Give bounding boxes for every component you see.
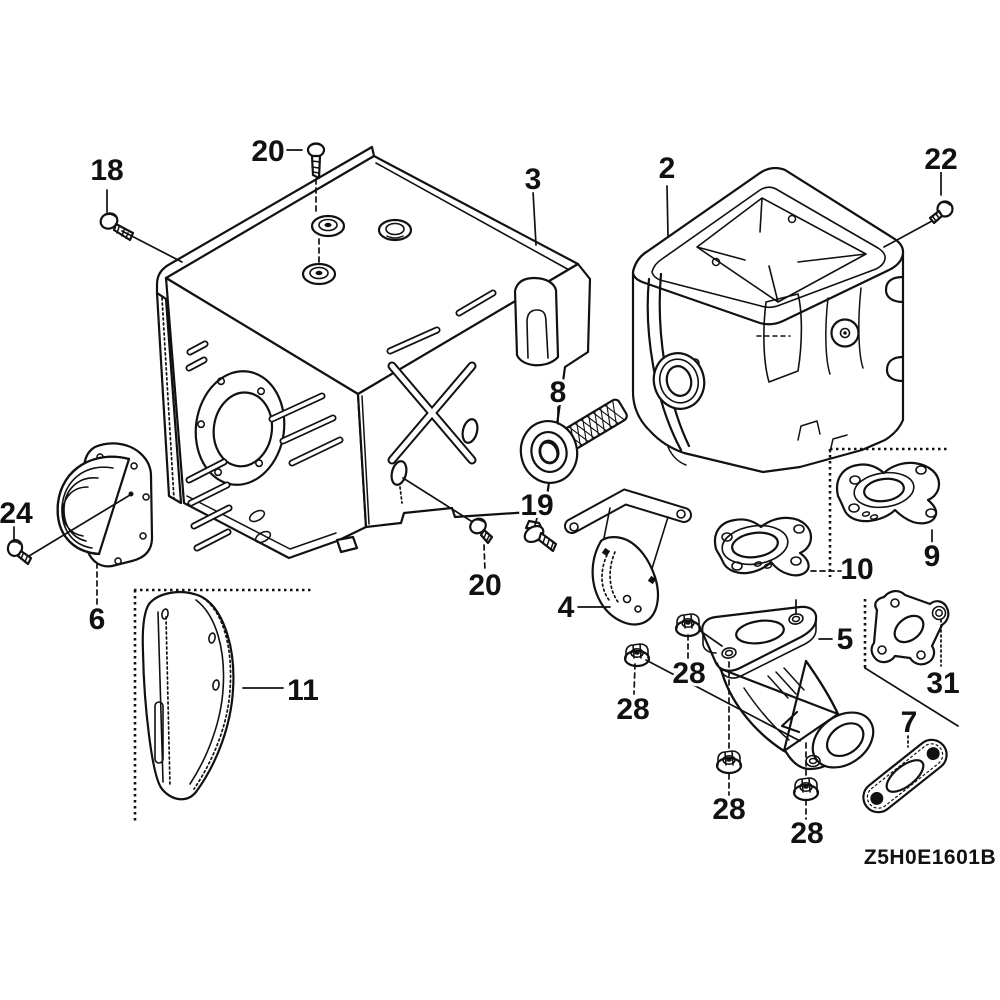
part-label-9: 9 <box>924 540 941 573</box>
part-label-28-a: 28 <box>672 657 705 690</box>
washer-bolt-8 <box>519 398 628 484</box>
gasket-part-10 <box>713 516 813 577</box>
protector-grommets <box>301 214 413 286</box>
gasket-part-31 <box>863 590 959 727</box>
part-labels: 18 20 3 2 22 8 19 24 6 20 11 4 5 10 9 31… <box>0 132 963 853</box>
gasket-10-outline <box>713 516 813 577</box>
diagram-code: Z5H0E1601B <box>864 846 996 869</box>
part-label-19: 19 <box>520 489 553 522</box>
flange-bolt-19 <box>523 519 558 553</box>
part-label-28-b: 28 <box>616 693 649 726</box>
part-label-5: 5 <box>837 623 854 656</box>
part-label-10: 10 <box>840 553 873 586</box>
part-label-18: 18 <box>90 154 123 187</box>
stay-scoop <box>591 536 660 626</box>
part-label-8: 8 <box>550 376 567 409</box>
screw-20-lower <box>469 517 494 545</box>
muffler-protector-part-3 <box>155 145 592 560</box>
part-label-3: 3 <box>525 163 542 196</box>
part-label-24: 24 <box>0 497 33 530</box>
protector-hook-tab <box>513 276 560 367</box>
flange-nut-28-d <box>792 776 820 802</box>
part-label-6: 6 <box>89 603 106 636</box>
cover-part-11 <box>133 588 312 823</box>
reference-bracket-11 <box>133 588 312 823</box>
muffler-boss <box>830 318 860 348</box>
cover-outline <box>141 591 235 801</box>
part-label-28-c: 28 <box>712 793 745 826</box>
gasket-part-7 <box>862 738 948 814</box>
gasket-part-9 <box>828 447 948 577</box>
part-label-11: 11 <box>287 674 319 707</box>
reference-bracket-9 <box>828 447 948 577</box>
part-label-2: 2 <box>659 152 676 185</box>
screw-24 <box>6 538 33 566</box>
part-label-20-lower: 20 <box>468 569 501 602</box>
screw-20-top <box>306 142 326 180</box>
muffler-part-2 <box>631 166 905 474</box>
screw-22 <box>928 200 954 225</box>
flange-nut-28-a <box>674 612 702 638</box>
deflector-part-6 <box>56 442 154 568</box>
protector-left-band <box>155 291 183 505</box>
part-label-31: 31 <box>926 667 959 700</box>
screw-18 <box>99 212 135 242</box>
flow-arrow-icon <box>780 710 801 734</box>
leader-lines <box>13 149 942 820</box>
part-label-22: 22 <box>924 143 957 176</box>
stay-part-4 <box>564 488 692 626</box>
pipe-end-flange <box>811 711 875 769</box>
part-label-28-d: 28 <box>790 817 823 850</box>
muffler-outlet-port <box>652 352 706 410</box>
protector-top-hem <box>155 145 376 301</box>
flange-nut-28-b <box>623 642 651 668</box>
part-label-7: 7 <box>901 706 918 739</box>
flange-nut-28-c <box>715 749 743 775</box>
part-label-4: 4 <box>558 591 575 624</box>
gasket-9-outline <box>835 461 941 525</box>
part-label-20-top: 20 <box>251 135 284 168</box>
bolt-8-washer <box>519 420 579 484</box>
muffler-top-rim <box>631 166 905 326</box>
protector-foot-tab <box>335 535 359 554</box>
muffler-top-panel <box>696 197 867 303</box>
gasket-7-outline <box>862 738 948 814</box>
gasket-31-outline <box>870 590 950 666</box>
